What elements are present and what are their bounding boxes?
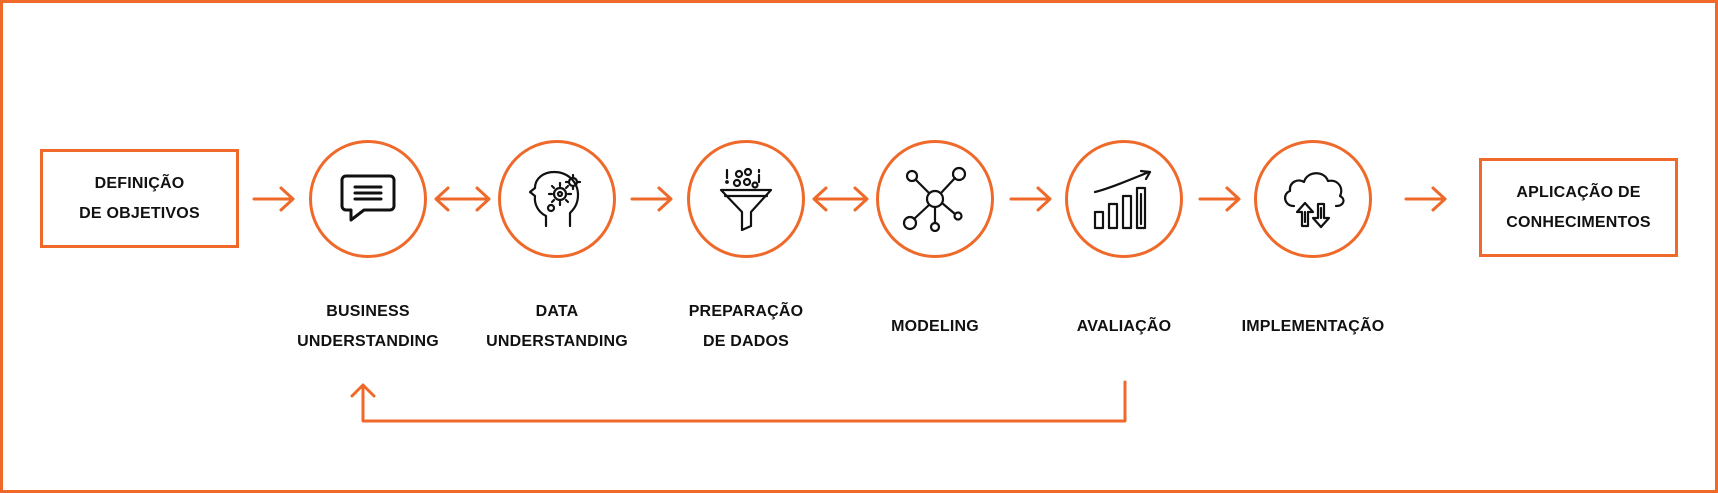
arrow-implementacao-to-end [1404,186,1447,212]
step-label: BUSINESS UNDERSTANDING [297,303,439,350]
arrow-avaliacao-to-implementacao [1198,186,1241,212]
head-gears-icon [528,170,582,228]
funnel-icon [719,167,773,232]
step-circle [498,140,616,258]
arrow-business-data-bidirectional [434,186,491,212]
step-circle [876,140,994,258]
step-label: MODELING [891,318,979,335]
step-circle [1254,140,1372,258]
start-box-label: DEFINIÇÃO DE OBJETIVOS [79,174,200,222]
network-nodes-icon [902,166,967,232]
step-circle [1065,140,1183,258]
arrow-data-to-preparacao [630,186,673,212]
step-circle [687,140,805,258]
chat-bubble-icon [340,174,396,222]
step-label: AVALIAÇÃO [1076,318,1172,335]
step-label: IMPLEMENTAÇÃO [1241,318,1385,335]
arrow-preparacao-modeling-bidirectional [812,186,869,212]
cloud-transfer-icon [1284,172,1345,229]
end-box-label: APLICAÇÃO DE CONHECIMENTOS [1506,183,1651,231]
start-box: DEFINIÇÃO DE OBJETIVOS [40,149,239,248]
step-label: PREPARAÇÃO DE DADOS [688,303,804,350]
arrow-modeling-to-avaliacao [1009,186,1052,212]
end-box: APLICAÇÃO DE CONHECIMENTOS [1479,158,1678,257]
step-circle [309,140,427,258]
step-label: DATA UNDERSTANDING [486,303,628,350]
arrow-start-to-business [252,186,295,212]
arrow-feedback-loop [350,380,1127,423]
bar-chart-growth-icon [1093,169,1152,230]
